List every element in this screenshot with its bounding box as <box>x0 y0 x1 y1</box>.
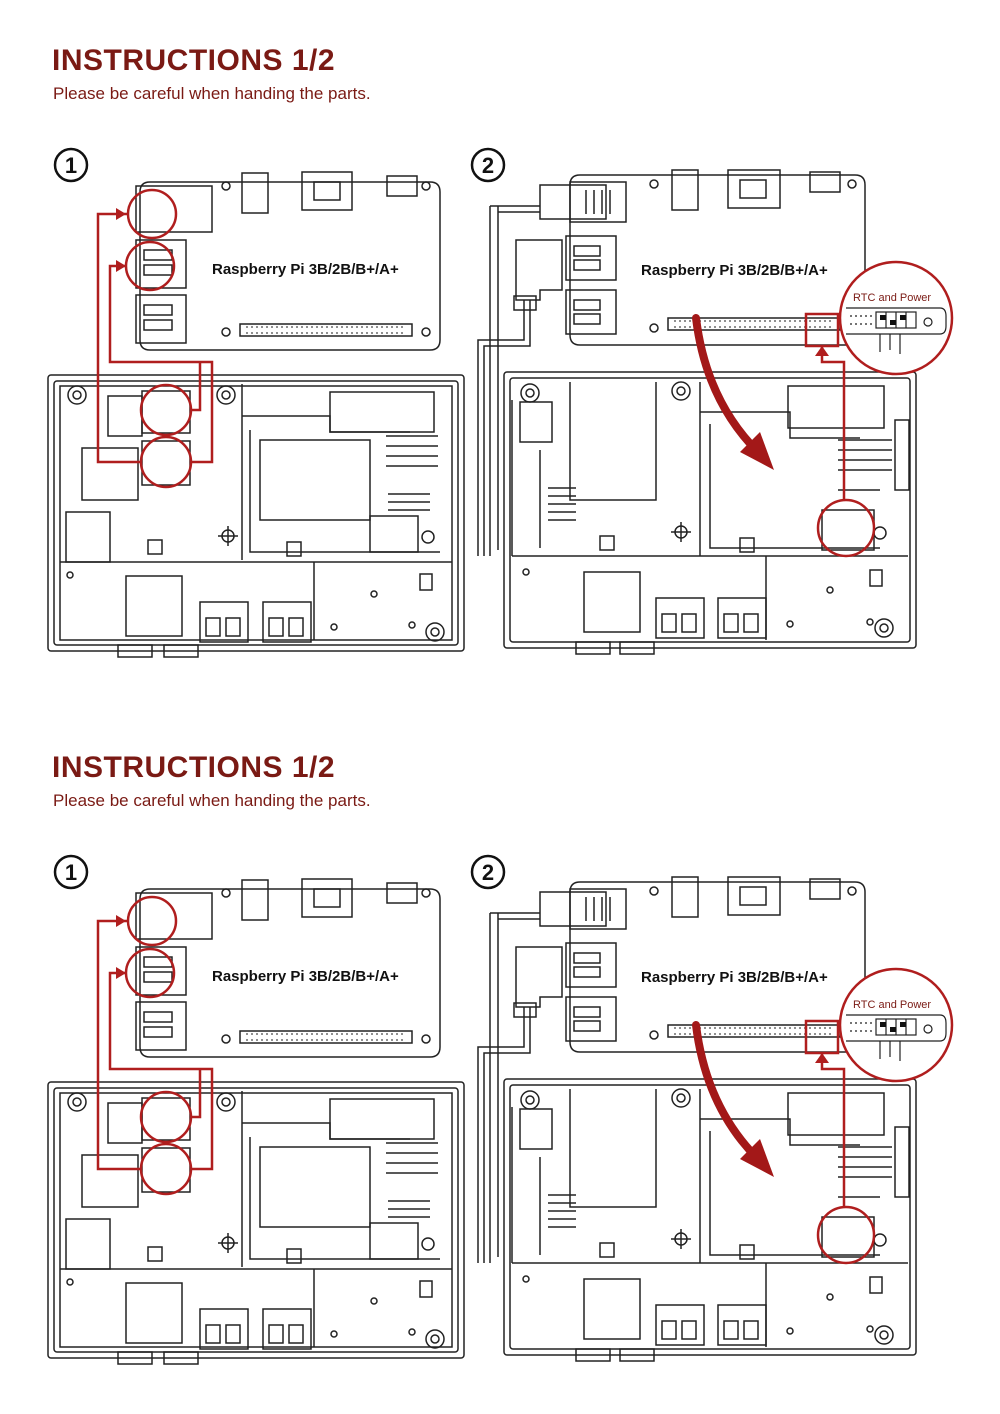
board-label: Raspberry Pi 3B/2B/B+/A+ <box>641 969 828 986</box>
step-1-number: 1 <box>53 147 89 183</box>
case-enclosure <box>503 371 917 655</box>
instructions-section-2: INSTRUCTIONS 1/2 Please be careful when … <box>0 707 1000 1414</box>
arrowhead <box>116 915 126 979</box>
instructions-subtitle: Please be careful when handing the parts… <box>53 791 371 810</box>
arrowhead <box>815 1053 829 1063</box>
svg-text:1: 1 <box>65 860 77 885</box>
case-enclosure <box>503 1078 917 1362</box>
arrowhead <box>116 208 126 272</box>
step-2-number: 2 <box>470 147 506 183</box>
assembly-diagram: 1 Raspberry Pi 3B/2B/B+/A+ <box>47 854 954 1365</box>
case-enclosure <box>47 1081 465 1365</box>
step-1-diagram: 1 Raspberry Pi 3B/2B/B+/A+ <box>47 147 465 658</box>
raspberry-pi-board <box>477 169 866 556</box>
raspberry-pi-board <box>135 171 441 351</box>
raspberry-pi-board <box>477 876 866 1263</box>
instructions-title: INSTRUCTIONS 1/2 <box>52 751 336 784</box>
rtc-power-callout: RTC and Power <box>838 967 954 1083</box>
board-label: Raspberry Pi 3B/2B/B+/A+ <box>641 262 828 279</box>
insertion-arrow <box>692 1021 774 1177</box>
raspberry-pi-board <box>135 878 441 1058</box>
case-enclosure <box>47 374 465 658</box>
rtc-power-callout: RTC and Power <box>838 260 954 376</box>
connection-highlight <box>96 188 214 489</box>
svg-text:RTC and Power: RTC and Power <box>853 999 931 1011</box>
insertion-arrow <box>692 314 774 470</box>
gpio-header <box>246 1033 406 1041</box>
instructions-subtitle: Please be careful when handing the parts… <box>53 84 371 103</box>
board-label: Raspberry Pi 3B/2B/B+/A+ <box>212 968 399 985</box>
svg-text:2: 2 <box>482 860 494 885</box>
step-2-diagram: 2 <box>470 147 954 655</box>
step-1-diagram: 1 Raspberry Pi 3B/2B/B+/A+ <box>47 854 465 1365</box>
instructions-title: INSTRUCTIONS 1/2 <box>52 44 336 77</box>
gpio-header <box>246 326 406 334</box>
assembly-diagram: 1 Raspberry Pi 3B/2B/B+/A+ <box>47 147 954 658</box>
step-2-diagram: 2 <box>470 854 954 1362</box>
board-label: Raspberry Pi 3B/2B/B+/A+ <box>212 261 399 278</box>
svg-text:1: 1 <box>65 153 77 178</box>
svg-text:RTC and Power: RTC and Power <box>853 292 931 304</box>
instructions-section-1: INSTRUCTIONS 1/2 Please be careful when … <box>47 44 954 658</box>
step-1-number: 1 <box>53 854 89 890</box>
connection-highlight <box>96 895 214 1196</box>
arrowhead <box>815 346 829 356</box>
svg-text:2: 2 <box>482 153 494 178</box>
step-2-number: 2 <box>470 854 506 890</box>
